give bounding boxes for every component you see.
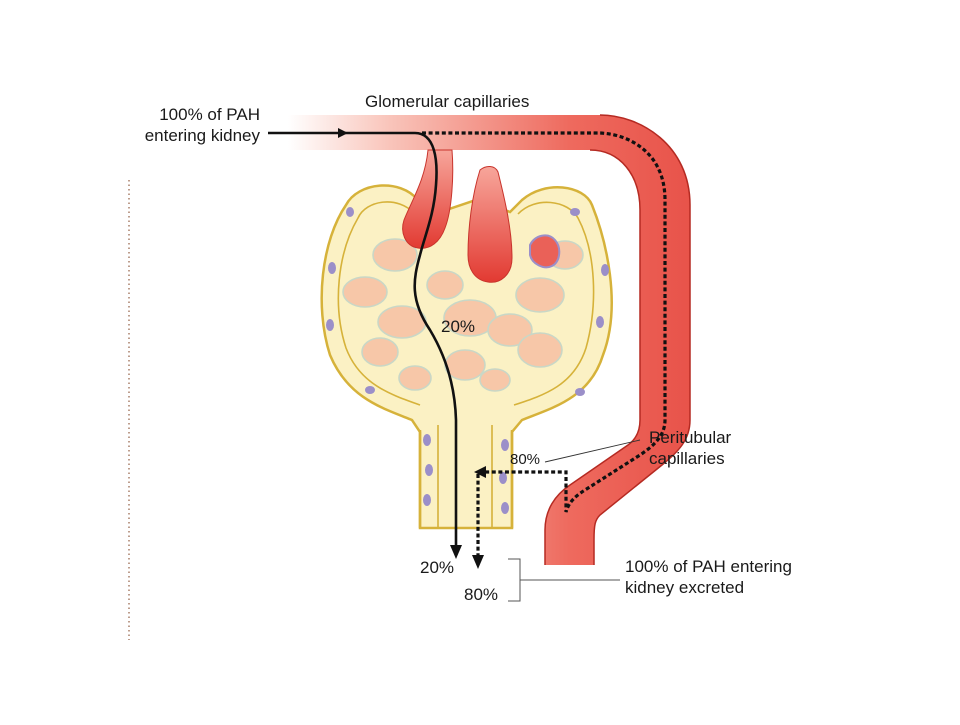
small-loop — [529, 234, 561, 269]
pah-entering-label-line2: entering kidney — [144, 126, 260, 145]
entry-arrowhead — [338, 128, 348, 138]
efferent-loop — [467, 166, 513, 283]
secreted-output-label: 80% — [464, 585, 499, 604]
glomerular-tuft — [342, 238, 584, 392]
peritubular-leader — [544, 439, 641, 463]
excreted-bracket — [508, 558, 620, 602]
glomerular-capillary — [288, 115, 690, 565]
secretion-path — [422, 131, 667, 555]
pah-entering-label-line1: 100% of PAH — [159, 105, 260, 124]
excreted-label-line1: 100% of PAH entering — [625, 557, 792, 576]
filtered-output-label: 20% — [420, 558, 455, 577]
filtered-arrowhead — [450, 545, 462, 559]
afferent-loop — [402, 149, 454, 249]
capillary-outline — [544, 114, 691, 565]
secretion-arrowhead-left — [474, 466, 486, 478]
glomerular-capillaries-label: Glomerular capillaries — [365, 92, 530, 111]
capsule-inner-wall — [337, 201, 595, 406]
filtered-percent-label: 20% — [441, 317, 476, 336]
filtration-path — [268, 131, 458, 548]
secreted-percent-label: 80% — [510, 451, 541, 468]
excreted-label-line2: kidney excreted — [625, 578, 745, 597]
peritubular-label-line2: capillaries — [649, 449, 725, 468]
secreted-arrowhead — [472, 555, 484, 569]
peritubular-label-line1: Peritubular — [649, 428, 732, 447]
capsule-cell-nuclei — [326, 207, 609, 514]
